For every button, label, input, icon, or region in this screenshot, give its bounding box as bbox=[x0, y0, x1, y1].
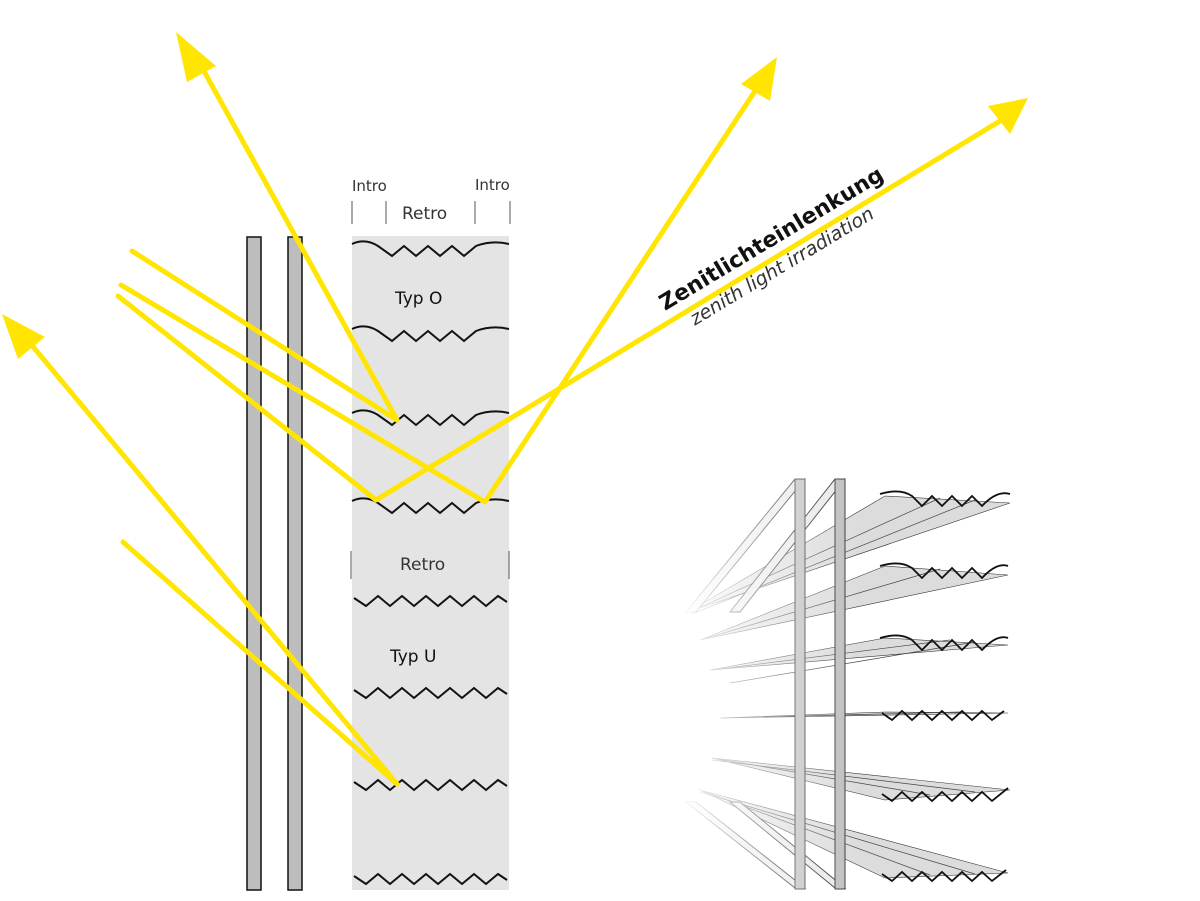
ray-retro-reflect-top bbox=[129, 70, 400, 423]
arrowhead-right bbox=[988, 98, 1028, 134]
lamella-o-1 bbox=[351, 240, 510, 258]
label-typ-o: Typ O bbox=[394, 289, 442, 309]
glass-panes-left bbox=[246, 236, 303, 891]
lamella-o-3 bbox=[351, 409, 510, 427]
ray-arrowheads bbox=[2, 32, 1028, 359]
label-retro-mid: Retro bbox=[400, 555, 445, 575]
lamella-o-4 bbox=[351, 497, 510, 515]
label-typ-u: Typ U bbox=[389, 647, 436, 667]
fade-overlay bbox=[680, 470, 860, 890]
label-intro-right: Intro bbox=[475, 176, 510, 194]
zone-dividers bbox=[350, 201, 511, 579]
arrowhead-left bbox=[2, 314, 45, 359]
perspective-lamellae bbox=[879, 490, 1011, 883]
ray-zenith-diagonal bbox=[115, 118, 1003, 503]
label-retro-top: Retro bbox=[402, 204, 447, 224]
light-rays bbox=[27, 70, 1003, 787]
lamella-u-2 bbox=[353, 686, 508, 700]
lamella-u-1 bbox=[353, 594, 508, 608]
arrowhead-top-right bbox=[741, 57, 777, 101]
lamella-u-3 bbox=[353, 778, 508, 792]
arrowhead-top-left bbox=[176, 32, 216, 82]
label-intro-left: Intro bbox=[352, 177, 387, 195]
glass-pane-inner bbox=[287, 236, 303, 891]
lamella-u-4 bbox=[353, 872, 508, 886]
ray-retro-reflect-bottom bbox=[27, 340, 400, 787]
lamella-o-2 bbox=[351, 325, 510, 343]
lamella-panel: Intro Intro Retro Typ O Retro Typ U bbox=[350, 176, 511, 890]
ray-zenith-steep bbox=[118, 85, 760, 505]
glass-pane-outer bbox=[246, 236, 262, 891]
perspective-illustration bbox=[680, 470, 1011, 890]
